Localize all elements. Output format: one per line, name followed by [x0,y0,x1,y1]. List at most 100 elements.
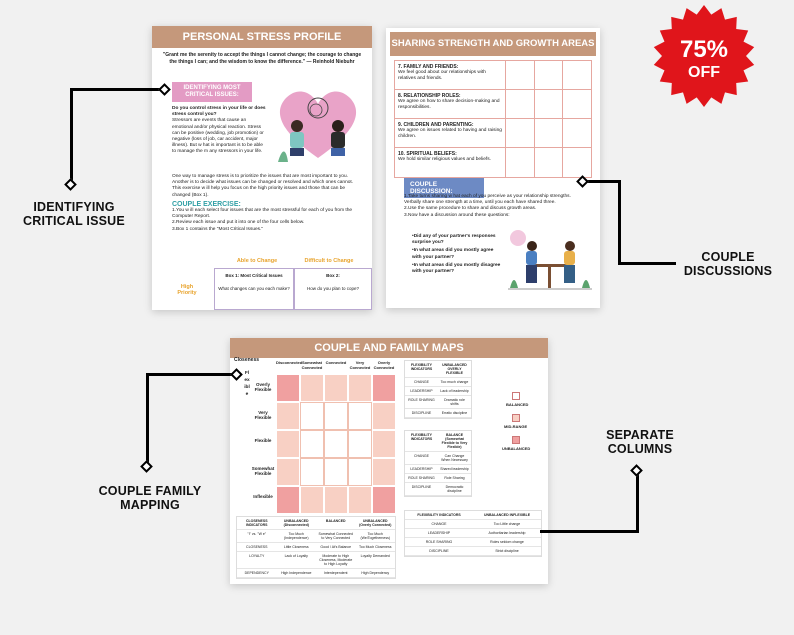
th: FLEXIBILITY INDICATORS [410,363,433,371]
para2: One way to manage stress is to prioritiz… [172,174,354,198]
couple-illustration [278,91,357,162]
intro-column: IDENTIFYING MOST CRITICAL ISSUES: Do you… [172,82,267,156]
th: UNBALANCED OVERLY FLEXIBLE [442,363,467,375]
legend-unbalanced: UNBALANCED [502,446,531,451]
column-header: Very Connected [349,360,371,370]
map-cell [300,458,324,486]
legend-balanced-swatch [512,392,520,400]
difficult-label: Difficult to Change [304,258,354,264]
tag-couple-family-mapping: COUPLE FAMILY MAPPING [98,484,202,512]
discussion-bullets: Did any of your partner's responses surp… [412,234,502,277]
page-title: PERSONAL STRESS PROFILE [152,26,372,48]
th: BALANCED [325,519,346,523]
td: Dramatic role shifts [444,398,465,406]
tag-couple-discussions: COUPLE DISCUSSIONS [683,250,773,278]
td: ROLE SHARING [408,476,435,480]
map-cell [300,402,324,430]
map-cell [348,486,372,514]
td: High Independence [281,571,312,575]
connector-diamond [64,178,77,191]
map-cell [276,430,300,458]
td: Too Much (Independence) [283,532,309,540]
row-head: 7. FAMILY AND FRIENDS: [398,64,459,70]
column-header: Overly Connected [373,360,395,370]
row-text: We agree on how to share decision-making… [398,99,500,110]
map-cell [324,402,348,430]
step-2: 2.Review each issue and put it into one … [172,220,305,226]
legend-midrange-swatch [512,414,520,422]
td: DISCIPLINE [429,549,449,553]
tag-identifying-critical-issue: IDENTIFYING CRITICAL ISSUE [23,200,125,228]
td: CLOSENESS [246,545,268,549]
row-header: Somewhat Flexible [251,466,275,476]
flex-table-1: FLEXIBILITY INDICATORS UNBALANCED OVERLY … [404,360,472,419]
map-cell [372,458,396,486]
discussion-text: 1.Take turns sharing w hat each of you p… [404,194,584,219]
discussion-step-1: 1.Take turns sharing w hat each of you p… [404,194,571,206]
map-cell [300,374,324,402]
td: Too Much (We/Togetherness) [360,532,390,540]
badge-percent: 75% [679,36,729,63]
map-cell [372,402,396,430]
td: Lack of Loyalty [284,554,308,558]
step-1: 1.You w ill each select four issues that… [172,208,353,220]
map-cell [348,458,372,486]
td: Erratic discipline [441,411,468,415]
td: Strict discipline [495,549,519,553]
legend-midrange: MID-RANGE [504,424,528,429]
connector-line [584,180,620,183]
badge-starburst-icon [653,5,755,107]
flexible-axis-label: Flexible [244,371,250,397]
column-header: Somewhat Connected [301,360,323,370]
legend-balanced: BALANCED [506,402,529,407]
td: Lack of leadership [440,389,469,393]
td: "I" vs. "W e" [247,532,267,536]
td: CHANGE [414,380,429,384]
td: Too Much Closeness [359,545,392,549]
td: CHANGE [414,454,429,458]
td: LEADERSHIP [410,467,433,471]
couple-dining-illustration [508,230,592,290]
row-text: We hold similar religious values and bel… [398,157,491,162]
map-cell [348,430,372,458]
badge-off: OFF [688,64,720,81]
instructions: One way to manage stress is to prioritiz… [172,174,357,233]
row-header: Overly Flexible [254,382,272,392]
connector-line [146,373,238,376]
map-cell [324,374,348,402]
td: DEPENDENCY [244,571,269,575]
column-header: Disconnected [276,360,303,365]
td: Role Sharing [444,476,465,480]
connector-line [146,373,149,465]
td: High Dependency [361,571,390,575]
table-row: 7. FAMILY AND FRIENDS:We feel good about… [395,61,591,90]
th: UNBALANCED (Disconnected) [283,519,309,527]
td: DISCIPLINE [411,485,432,489]
map-cell [300,486,324,514]
td: Good / At's Balance [320,545,352,549]
discussion-head: COUPLE DISCUSSION: [404,178,484,198]
question: Do you control stress in your life or do… [172,106,266,118]
strength-table: 7. FAMILY AND FRIENDS:We feel good about… [394,60,592,178]
th: CLOSENESS INDICATORS [245,519,268,527]
high-priority-label: High Priority [177,284,197,296]
td: DISCIPLINE [411,411,432,415]
row-head: 10. SPIRITUAL BELIEFS: [398,151,457,157]
map-cell [276,374,300,402]
box-1: Box 1: Most Critical Issues What changes… [214,268,294,310]
table-row: 8. RELATIONSHIP ROLES:We agree on how to… [395,90,591,119]
map-cell [300,430,324,458]
step-3: 3.Box 1 contains the "Most Critical Issu… [172,226,264,232]
td: Little Closeness [283,545,309,549]
th: BALANCE (Somewhat Flexible to Very Flexi… [441,433,468,449]
td: Too Little change [493,522,521,526]
table-row: 10. SPIRITUAL BELIEFS:We hold similar re… [395,148,591,177]
td: CHANGE [431,522,447,526]
page-title: COUPLE AND FAMILY MAPS [230,338,548,358]
map-cell [276,486,300,514]
td: Shared leadership [440,467,469,471]
box-2: Box 2: How do you plan to cope? [294,268,372,310]
map-cell [348,402,372,430]
